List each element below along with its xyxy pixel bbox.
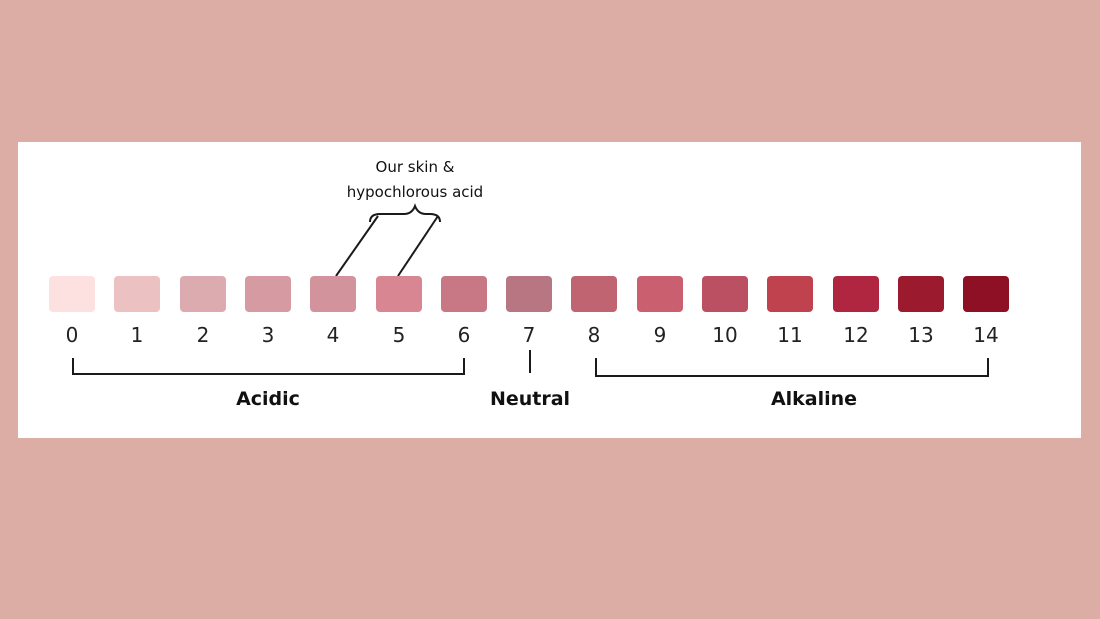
ph-swatch-11 <box>767 276 813 312</box>
callout-text-line2: hypochlorous acid <box>346 183 484 201</box>
ph-value-3: 3 <box>261 323 275 347</box>
alkaline-label: Alkaline <box>770 388 858 410</box>
ph-swatch-3 <box>245 276 291 312</box>
ph-value-10: 10 <box>712 323 738 347</box>
ph-swatch-7 <box>506 276 552 312</box>
acidic-bracket <box>72 358 465 375</box>
ph-value-0: 0 <box>65 323 79 347</box>
ph-swatch-14 <box>963 276 1009 312</box>
ph-swatch-5 <box>376 276 422 312</box>
callout-pointer-5 <box>397 215 439 277</box>
ph-value-11: 11 <box>777 323 803 347</box>
ph-swatch-9 <box>637 276 683 312</box>
ph-value-13: 13 <box>908 323 934 347</box>
ph-value-8: 8 <box>587 323 601 347</box>
ph-value-7: 7 <box>522 323 536 347</box>
ph-swatch-4 <box>310 276 356 312</box>
ph-value-5: 5 <box>392 323 406 347</box>
ph-swatch-2 <box>180 276 226 312</box>
neutral-label: Neutral <box>489 388 571 410</box>
ph-value-14: 14 <box>973 323 999 347</box>
callout-pointer-4 <box>335 215 379 277</box>
ph-value-1: 1 <box>130 323 144 347</box>
callout-brace <box>369 203 441 223</box>
alkaline-bracket <box>595 358 989 377</box>
callout-text-line1: Our skin & <box>375 158 455 176</box>
ph-value-6: 6 <box>457 323 471 347</box>
ph-swatch-1 <box>114 276 160 312</box>
ph-swatch-13 <box>898 276 944 312</box>
ph-value-12: 12 <box>843 323 869 347</box>
ph-value-9: 9 <box>653 323 667 347</box>
ph-swatch-0 <box>49 276 95 312</box>
ph-value-2: 2 <box>196 323 210 347</box>
ph-swatch-8 <box>571 276 617 312</box>
ph-value-4: 4 <box>326 323 340 347</box>
ph-swatch-6 <box>441 276 487 312</box>
bracket-lines <box>72 203 989 377</box>
ph-swatch-10 <box>702 276 748 312</box>
ph-swatch-12 <box>833 276 879 312</box>
acidic-label: Acidic <box>236 388 300 410</box>
